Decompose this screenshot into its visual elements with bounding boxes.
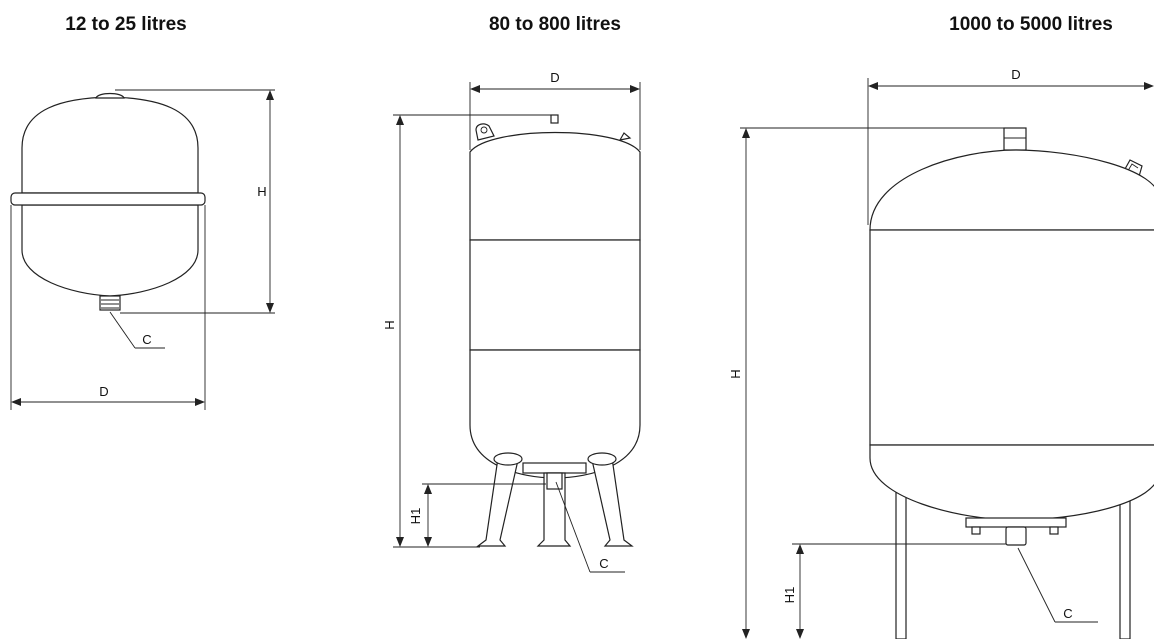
small-vessel-connection [99,295,121,311]
medium-vessel-lifting-lug [475,123,495,141]
figure-title-small: 12 to 25 litres [65,14,186,35]
medium-vessel-right-leg [591,457,634,547]
vessel-figure-large: 1000 to 5000 litres D [728,14,1154,639]
large-vessel-lower-shell [869,444,1154,521]
small-diameter-label: D [99,384,108,399]
large-diameter-label: D [1011,67,1020,82]
small-connection-label: C [142,332,151,347]
vessel-figure-medium: 80 to 800 litres D [382,14,641,573]
large-foot-height-dimension: H1 [782,543,1006,639]
medium-diameter-dimension: D [469,70,641,150]
small-height-label: H [257,184,266,199]
medium-vessel-connection-pipe [536,472,572,547]
figure-title-large: 1000 to 5000 litres [949,14,1113,35]
small-vessel-body [10,92,206,311]
large-height-label: H [728,369,743,378]
vessel-figure-small: 12 to 25 litres H [10,14,275,410]
large-height-dimension: H [728,127,1004,639]
large-connection-label: C [1063,606,1072,621]
medium-vessel-body [469,114,641,547]
small-vessel-mounting-band [10,192,206,206]
large-foot-height-label: H1 [782,587,797,604]
medium-diameter-label: D [550,70,559,85]
medium-vessel-side-lug [618,132,632,141]
large-connection-leader: C [1017,547,1098,623]
large-vessel-connection [1005,526,1027,546]
medium-foot-height-dimension: H1 [408,483,546,547]
medium-vessel-top-fitting [550,114,559,124]
medium-connection-leader: C [555,481,625,573]
large-vessel-middle-shell [869,229,1154,446]
medium-height-dimension: H [382,114,551,548]
medium-vessel-middle-shell [469,239,641,351]
medium-foot-height-label: H1 [408,508,423,525]
large-vessel-left-leg [895,489,907,639]
figure-title-medium: 80 to 800 litres [489,14,621,35]
large-diameter-dimension: D [867,67,1154,225]
medium-vessel-bottom-plate [522,462,587,474]
large-vessel-right-leg [1119,489,1131,639]
large-vessel-body [869,127,1154,639]
small-diameter-dimension: D [10,205,206,410]
small-height-dimension: H [115,89,275,314]
small-connection-leader: C [109,311,165,349]
small-vessel-top-nub [95,92,125,99]
large-vessel-bottom-plate [965,517,1067,528]
medium-vessel-left-leg [476,457,519,547]
medium-vessel-upper-shell [469,131,641,241]
large-vessel-upper-shell [869,149,1154,231]
small-vessel-lower-shell [21,204,199,297]
medium-height-label: H [382,320,397,329]
large-vessel-top-fitting [1003,127,1027,151]
small-vessel-upper-shell [21,96,199,194]
medium-connection-label: C [599,556,608,571]
